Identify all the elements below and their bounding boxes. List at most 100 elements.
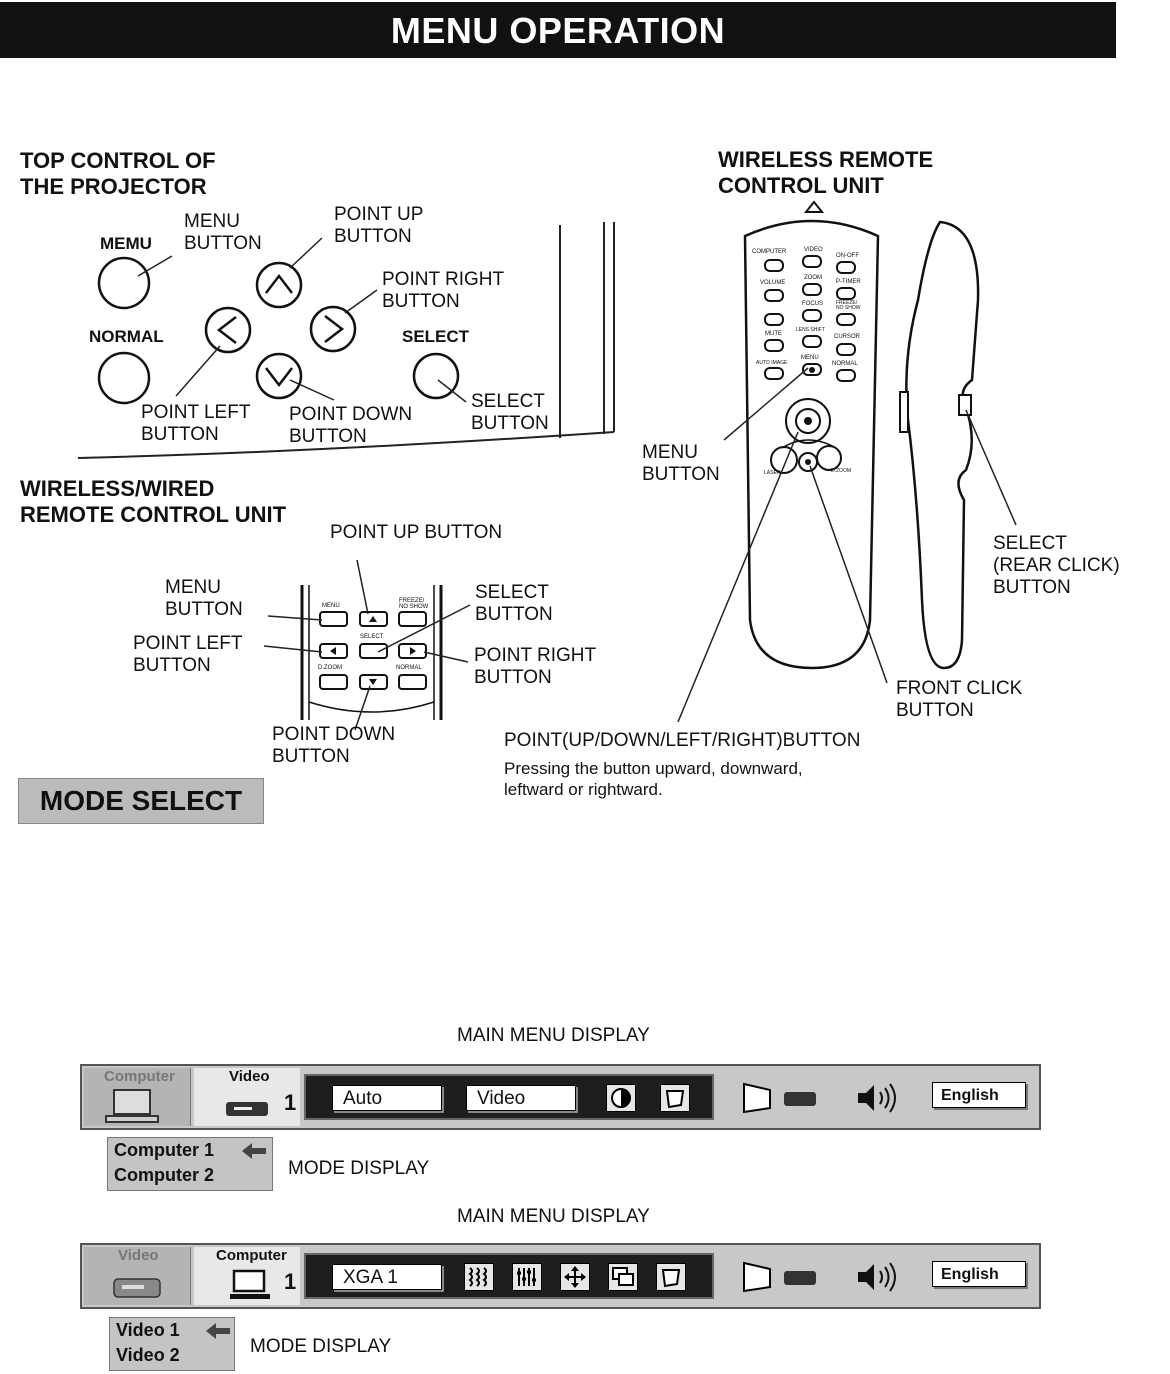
page-title: MENU OPERATION [0,2,1116,58]
point-up-callout-l2: BUTTON [334,226,412,247]
menu-items-panel-2: XGA 1 [304,1253,714,1299]
wired-key-normal-label: NORMAL [396,665,422,671]
image-level-icon[interactable] [464,1263,494,1291]
tab-computer-2[interactable]: Computer [194,1247,300,1305]
mode-number: 1 [284,1090,297,1115]
vcr-icon [226,1102,268,1116]
select-rear-callout-l2: (REAR CLICK) [993,555,1120,576]
top-control-title-line2: THE PROJECTOR [20,174,207,199]
memu-label: MEMU [100,234,152,253]
screen-icon-2[interactable] [656,1263,686,1291]
screen-icon[interactable] [660,1084,690,1112]
main-menu-bar-1: Computer Video 1 Auto Video English [80,1064,1041,1130]
wired-point-down-callout: POINT DOWN BUTTON [272,724,395,768]
wired-point-down-callout-l1: POINT DOWN [272,724,396,745]
main-menu-bar-2: Video Computer 1 XGA 1 [80,1243,1041,1309]
point-up-callout: POINT UP BUTTON [334,204,423,248]
select-rear-callout-l3: BUTTON [993,577,1071,598]
wired-key-freeze-l1: FREEZE/ [399,598,425,604]
wired-key-freeze-label: FREEZE/ NO SHOW [399,598,428,610]
mode-item-video-1-label: Video 1 [116,1320,180,1340]
language-selector-2[interactable]: English [932,1261,1026,1287]
top-control-title-line1: TOP CONTROL OF [20,148,216,173]
wired-dzoom-key [319,674,348,690]
wireless-remote-side [905,220,980,670]
point-left-callout: POINT LEFT BUTTON [141,402,250,446]
point-down-callout-l2: BUTTON [289,426,367,447]
remote-key-focus: FOCUS [802,301,823,307]
tab-computer[interactable]: Computer [84,1068,191,1126]
input-video-field[interactable]: Video [466,1085,576,1111]
mode-item-computer-1[interactable]: Computer 1 [108,1138,272,1163]
front-click-callout-l2: BUTTON [896,700,974,721]
remote-key-auto-image: AUTO IMAGE [756,360,788,366]
wireless-remote-title-line1: WIRELESS REMOTE [718,147,934,172]
mode-select-heading: MODE SELECT [18,778,264,824]
tab-video[interactable]: Video [194,1068,300,1126]
tab-computer-2-label: Computer [216,1247,287,1264]
remote-key-volume: VOLUME [760,280,786,286]
tab-video-2[interactable]: Video [84,1247,191,1305]
select-rear-callout: SELECT (REAR CLICK) BUTTON [993,533,1120,599]
wired-menu-key [319,611,348,627]
left-arrow-icon [216,316,237,344]
wired-point-right-callout-l2: BUTTON [474,667,552,688]
wired-select-callout: SELECT BUTTON [475,582,553,626]
right-arrow-icon [324,315,345,343]
wired-point-down-callout-l2: BUTTON [272,746,350,767]
wireless-menu-callout: MENU BUTTON [642,442,720,486]
tab-computer-label: Computer [104,1068,175,1085]
select-button-callout: SELECT BUTTON [471,391,549,435]
menu-button-callout-l2: BUTTON [184,233,262,254]
top-control-title: TOP CONTROL OF THE PROJECTOR [20,148,216,200]
select-button-shape [412,352,460,400]
wired-point-left-callout: POINT LEFT BUTTON [133,633,242,677]
wired-point-right-callout: POINT RIGHT BUTTON [474,645,596,689]
wired-point-left-callout-l1: POINT LEFT [133,633,243,654]
point-button-description-l1: Pressing the button upward, downward, [504,759,803,778]
mode-item-computer-2[interactable]: Computer 2 [114,1165,215,1185]
input-auto-field[interactable]: Auto [332,1085,442,1111]
remote-key-dzoom: D.ZOOM [831,468,851,474]
wireless-remote-title-line2: CONTROL UNIT [718,173,884,198]
wireless-menu-callout-l1: MENU [642,442,698,463]
mode-item-video-1[interactable]: Video 1 [110,1318,234,1343]
projector-setting-icon-2[interactable] [742,1259,822,1295]
wired-select-key [359,643,388,659]
wired-menu-callout-l2: BUTTON [165,599,243,620]
position-icon[interactable] [560,1263,590,1291]
remote-key-menu: MENU [801,355,819,361]
point-down-callout-l1: POINT DOWN [289,404,413,425]
rear-click-button [958,394,972,416]
remote-key-normal: NORMAL [832,361,858,367]
select-rear-callout-l1: SELECT [993,533,1067,554]
wired-select-callout-l1: SELECT [475,582,549,603]
image-adjust-icon[interactable] [606,1084,636,1112]
image-select-icon[interactable] [608,1263,638,1291]
select-button-callout-l2: BUTTON [471,413,549,434]
main-menu-caption-2: MAIN MENU DISPLAY [457,1206,650,1227]
menu-button-shape [97,256,151,310]
remote-key-onoff: ON-OFF [836,253,859,259]
remote-key-freeze-l2: NO SHOW [836,305,861,311]
tab-video-2-label: Video [118,1247,159,1264]
input-xga-field[interactable]: XGA 1 [332,1264,442,1290]
remote-key-computer: COMPUTER [752,249,787,255]
pc-adjust-icon[interactable] [512,1263,542,1291]
wired-select-callout-l2: BUTTON [475,604,553,625]
remote-key-zoom: ZOOM [804,275,822,281]
point-right-callout-l2: BUTTON [382,291,460,312]
wireless-remote-body [743,219,880,670]
remote-key-laser: LASER [764,470,781,476]
mode-display-caption-1: MODE DISPLAY [288,1158,430,1179]
sound-icon-2[interactable] [856,1261,900,1293]
point-right-callout-l1: POINT RIGHT [382,269,505,290]
sound-icon[interactable] [856,1082,900,1114]
mode-item-video-2[interactable]: Video 2 [116,1345,180,1365]
wired-point-up-callout: POINT UP BUTTON [330,522,503,543]
projector-setting-icon[interactable] [742,1080,822,1116]
mode-display-caption-2: MODE DISPLAY [250,1336,392,1357]
front-click-callout-l1: FRONT CLICK [896,678,1023,699]
language-selector[interactable]: English [932,1082,1026,1108]
